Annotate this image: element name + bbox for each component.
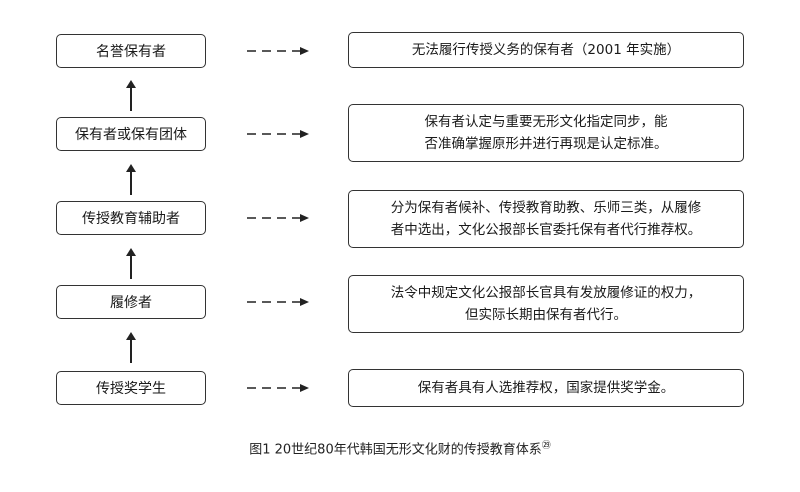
desc-line: 法令中规定文化公报部长官具有发放履修证的权力， <box>390 285 702 301</box>
level-label: 保有者或保有团体 <box>75 127 187 143</box>
desc-line: 保有者认定与重要无形文化指定同步，能 <box>424 114 668 130</box>
dashed-arrow-icon <box>247 47 309 55</box>
level-desc-assistant: 分为保有者候补、传授教育助教、乐师三类，从履修 者中选出，文化公报部长官委托保有… <box>348 190 744 248</box>
caption-text: 图1 20世纪80年代韩国无形文化财的传授教育体系 <box>249 442 542 458</box>
level-desc-scholarship-student: 保有者具有人选推荐权，国家提供奖学金。 <box>348 369 744 407</box>
level-desc-trainee: 法令中规定文化公报部长官具有发放履修证的权力， 但实际长期由保有者代行。 <box>348 275 744 333</box>
level-box-honorary-holder: 名誉保有者 <box>56 34 206 68</box>
desc-line: 保有者具有人选推荐权，国家提供奖学金。 <box>417 380 675 396</box>
level-box-scholarship-student: 传授奖学生 <box>56 371 206 405</box>
level-label: 传授奖学生 <box>96 381 166 397</box>
dashed-arrow-icon <box>247 298 309 306</box>
desc-line: 无法履行传授义务的保有者（2001 年实施） <box>411 42 681 58</box>
level-desc-honorary-holder: 无法履行传授义务的保有者（2001 年实施） <box>348 32 744 68</box>
desc-line: 者中选出，文化公报部长官委托保有者代行推荐权。 <box>390 222 702 238</box>
dashed-arrow-icon <box>247 384 309 392</box>
level-label: 名誉保有者 <box>96 44 166 60</box>
desc-line: 否准确掌握原形并进行再现是认定标准。 <box>424 136 668 152</box>
figure-caption: 图1 20世纪80年代韩国无形文化财的传授教育体系㉙ <box>0 438 800 457</box>
desc-line: 但实际长期由保有者代行。 <box>465 307 627 323</box>
level-box-holder-or-group: 保有者或保有团体 <box>56 117 206 151</box>
dashed-arrow-icon <box>247 130 309 138</box>
footnote-marker: ㉙ <box>541 441 551 451</box>
level-label: 传授教育辅助者 <box>82 211 180 227</box>
desc-line: 分为保有者候补、传授教育助教、乐师三类，从履修 <box>390 200 702 216</box>
dashed-arrow-icon <box>247 214 309 222</box>
level-box-assistant: 传授教育辅助者 <box>56 201 206 235</box>
level-label: 履修者 <box>110 295 152 311</box>
level-desc-holder-or-group: 保有者认定与重要无形文化指定同步，能 否准确掌握原形并进行再现是认定标准。 <box>348 104 744 162</box>
level-box-trainee: 履修者 <box>56 285 206 319</box>
